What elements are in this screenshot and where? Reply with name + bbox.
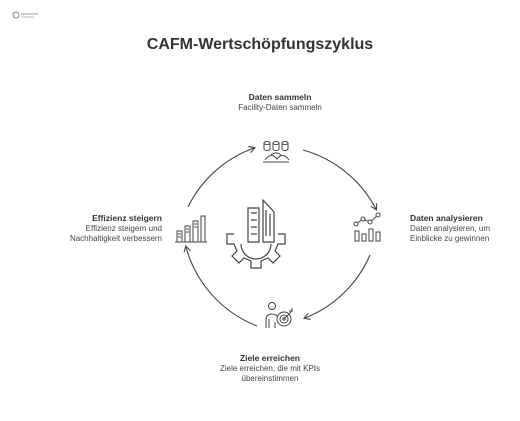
step-data-collection-description: Facility-Daten sammeln bbox=[238, 103, 322, 112]
step-efficiency-description: Effizienz steigern und Nachhaltigkeit ve… bbox=[69, 224, 162, 243]
step-data-collection-heading: Daten sammeln bbox=[248, 92, 312, 102]
cycle-arrow-top-right bbox=[302, 149, 376, 209]
step-data-collection: Daten sammeln Facility-Daten sammeln bbox=[200, 92, 360, 113]
step-data-analysis-heading: Daten analysieren bbox=[410, 213, 483, 223]
step-data-analysis: Daten analysieren Daten analysieren, um … bbox=[410, 213, 520, 244]
data-collection-icon bbox=[263, 141, 290, 163]
step-data-analysis-description: Daten analysieren, um Einblicke zu gewin… bbox=[410, 224, 491, 243]
chart-analysis-icon bbox=[353, 212, 381, 242]
cycle-arrow-left-top bbox=[187, 148, 254, 208]
page-title: CAFM-Wertschöpfungszyklus bbox=[146, 36, 374, 53]
step-goals-description: Ziele erreichen, die mit KPIs übereinsti… bbox=[219, 364, 321, 383]
brand-logo bbox=[12, 11, 38, 19]
step-efficiency-heading: Effizienz steigern bbox=[92, 213, 162, 223]
step-goals: Ziele erreichen Ziele erreichen, die mit… bbox=[190, 353, 350, 384]
building-gear-icon bbox=[226, 198, 286, 269]
step-goals-heading: Ziele erreichen bbox=[239, 353, 300, 363]
growth-bars-icon bbox=[175, 215, 207, 243]
cycle-arrow-bottom-left bbox=[186, 247, 258, 327]
step-efficiency: Effizienz steigern Effizienz steigern un… bbox=[28, 213, 162, 244]
target-person-icon bbox=[265, 302, 293, 328]
cycle-arrow-right-bottom bbox=[305, 254, 371, 318]
